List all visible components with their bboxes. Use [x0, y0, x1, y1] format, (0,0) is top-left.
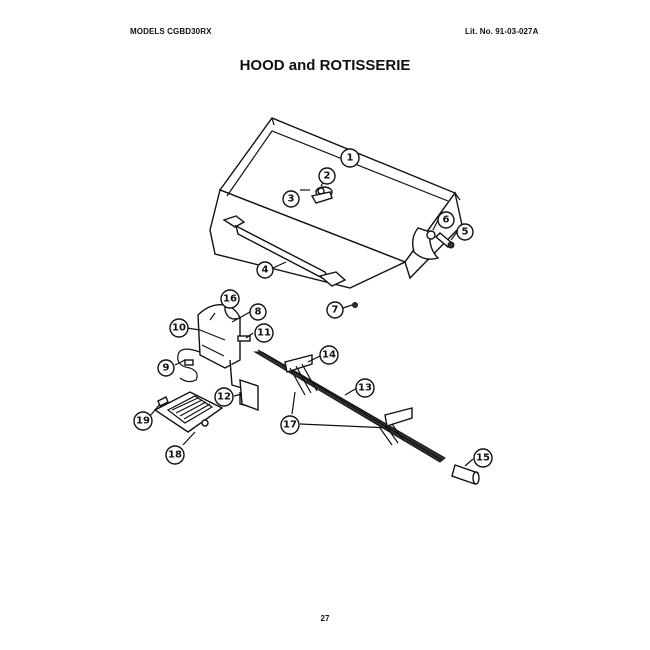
callout-8-label: 8: [255, 307, 262, 318]
callout-1: 1: [340, 148, 360, 168]
leader-lines: [149, 175, 474, 467]
callout-19-label: 19: [136, 416, 150, 427]
page-title: HOOD and ROTISSERIE: [239, 57, 411, 74]
callout-19: 19: [133, 411, 153, 431]
hood-handle: [222, 215, 347, 287]
callout-15-label: 15: [476, 453, 490, 464]
callout-10: 10: [169, 318, 189, 338]
callout-3-label: 3: [288, 194, 295, 205]
thermometer-bezel: [310, 191, 333, 204]
nut: [352, 302, 358, 308]
callout-18-label: 18: [168, 450, 182, 461]
callout-16: 16: [220, 289, 240, 309]
callout-16-label: 16: [223, 294, 237, 305]
callout-15: 15: [473, 448, 493, 468]
callout-2: 2: [318, 167, 336, 185]
callout-13: 13: [355, 378, 375, 398]
page-number: 27: [320, 614, 330, 623]
callout-4: 4: [256, 261, 274, 279]
spit-rod: [253, 349, 446, 463]
callout-14-label: 14: [322, 350, 336, 361]
callout-7: 7: [326, 301, 344, 319]
callout-8: 8: [249, 303, 267, 321]
callout-6-label: 6: [443, 215, 450, 226]
spit-handle: [451, 464, 480, 485]
callout-5-label: 5: [462, 227, 469, 238]
callout-14: 14: [319, 345, 339, 365]
callout-11-label: 11: [257, 328, 271, 339]
hood-pivot-hardware: [426, 230, 455, 249]
callout-13-label: 13: [358, 383, 372, 394]
callout-17: 17: [280, 415, 300, 435]
hood: [209, 117, 463, 289]
callout-18: 18: [165, 445, 185, 465]
callout-7-label: 7: [332, 305, 339, 316]
callout-2-label: 2: [324, 171, 331, 182]
callout-12: 12: [214, 387, 234, 407]
callout-1-label: 1: [347, 153, 354, 164]
rotisserie-motor: [177, 304, 259, 412]
callout-11: 11: [254, 323, 274, 343]
callout-12-label: 12: [217, 392, 231, 403]
callout-17-label: 17: [283, 420, 297, 431]
callout-10-label: 10: [172, 323, 186, 334]
lit-number: Lit. No. 91-03-027A: [465, 27, 539, 36]
callout-9: 9: [157, 359, 175, 377]
callout-5: 5: [456, 223, 474, 241]
callout-3: 3: [282, 190, 300, 208]
callout-9-label: 9: [163, 363, 170, 374]
callout-6: 6: [437, 211, 455, 229]
fork-holder-plate: [153, 391, 224, 433]
callout-4-label: 4: [262, 265, 269, 276]
models-label: MODELS CGBD30RX: [130, 27, 212, 36]
